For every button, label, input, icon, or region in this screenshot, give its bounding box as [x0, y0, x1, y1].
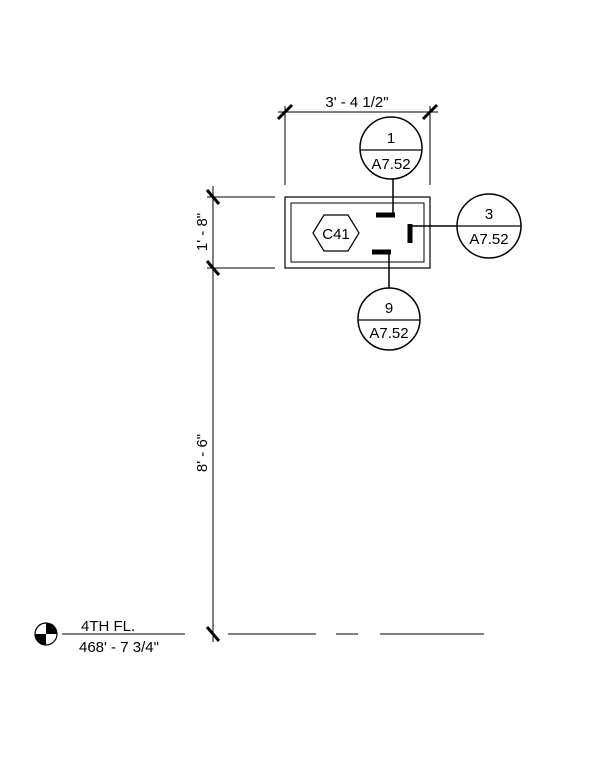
level-name: 4TH FL. [81, 618, 135, 635]
box-inner [290, 202, 425, 263]
section-marker-1[interactable]: 1 A7.52 [359, 116, 423, 218]
section-marker-3[interactable]: 3 A7.52 [407, 193, 522, 259]
box-outer [284, 196, 431, 269]
element-tag: C41 [312, 214, 360, 252]
tag-label: C41 [322, 226, 350, 243]
section-number: 9 [385, 300, 393, 317]
section-number: 1 [387, 130, 395, 147]
section-number: 3 [485, 206, 493, 223]
width-dimension-text: 3' - 4 1/2" [325, 94, 388, 111]
level-marker: 4TH FL. 468' - 7 3/4" [34, 618, 484, 656]
tick-top [205, 189, 221, 205]
height-dimensions: 1' - 8" 8' - 6" [194, 186, 275, 642]
level-height-text: 8' - 6" [194, 434, 211, 472]
level-datum-icon [34, 622, 58, 646]
section-sheet: A7.52 [369, 325, 408, 342]
level-elevation: 468' - 7 3/4" [79, 639, 159, 656]
tick-middle [205, 260, 221, 276]
section-sheet: A7.52 [371, 156, 410, 173]
element-box [284, 196, 431, 269]
width-dimension: 3' - 4 1/2" [276, 94, 439, 185]
section-marker-9[interactable]: 9 A7.52 [357, 249, 421, 351]
hexagon-tag-icon [312, 214, 360, 252]
box-height-text: 1' - 8" [194, 213, 211, 251]
width-tick-right [421, 103, 439, 121]
section-bubble [359, 116, 423, 180]
section-sheet: A7.52 [469, 231, 508, 248]
width-tick-left [276, 103, 294, 121]
tick-bottom [205, 626, 221, 642]
